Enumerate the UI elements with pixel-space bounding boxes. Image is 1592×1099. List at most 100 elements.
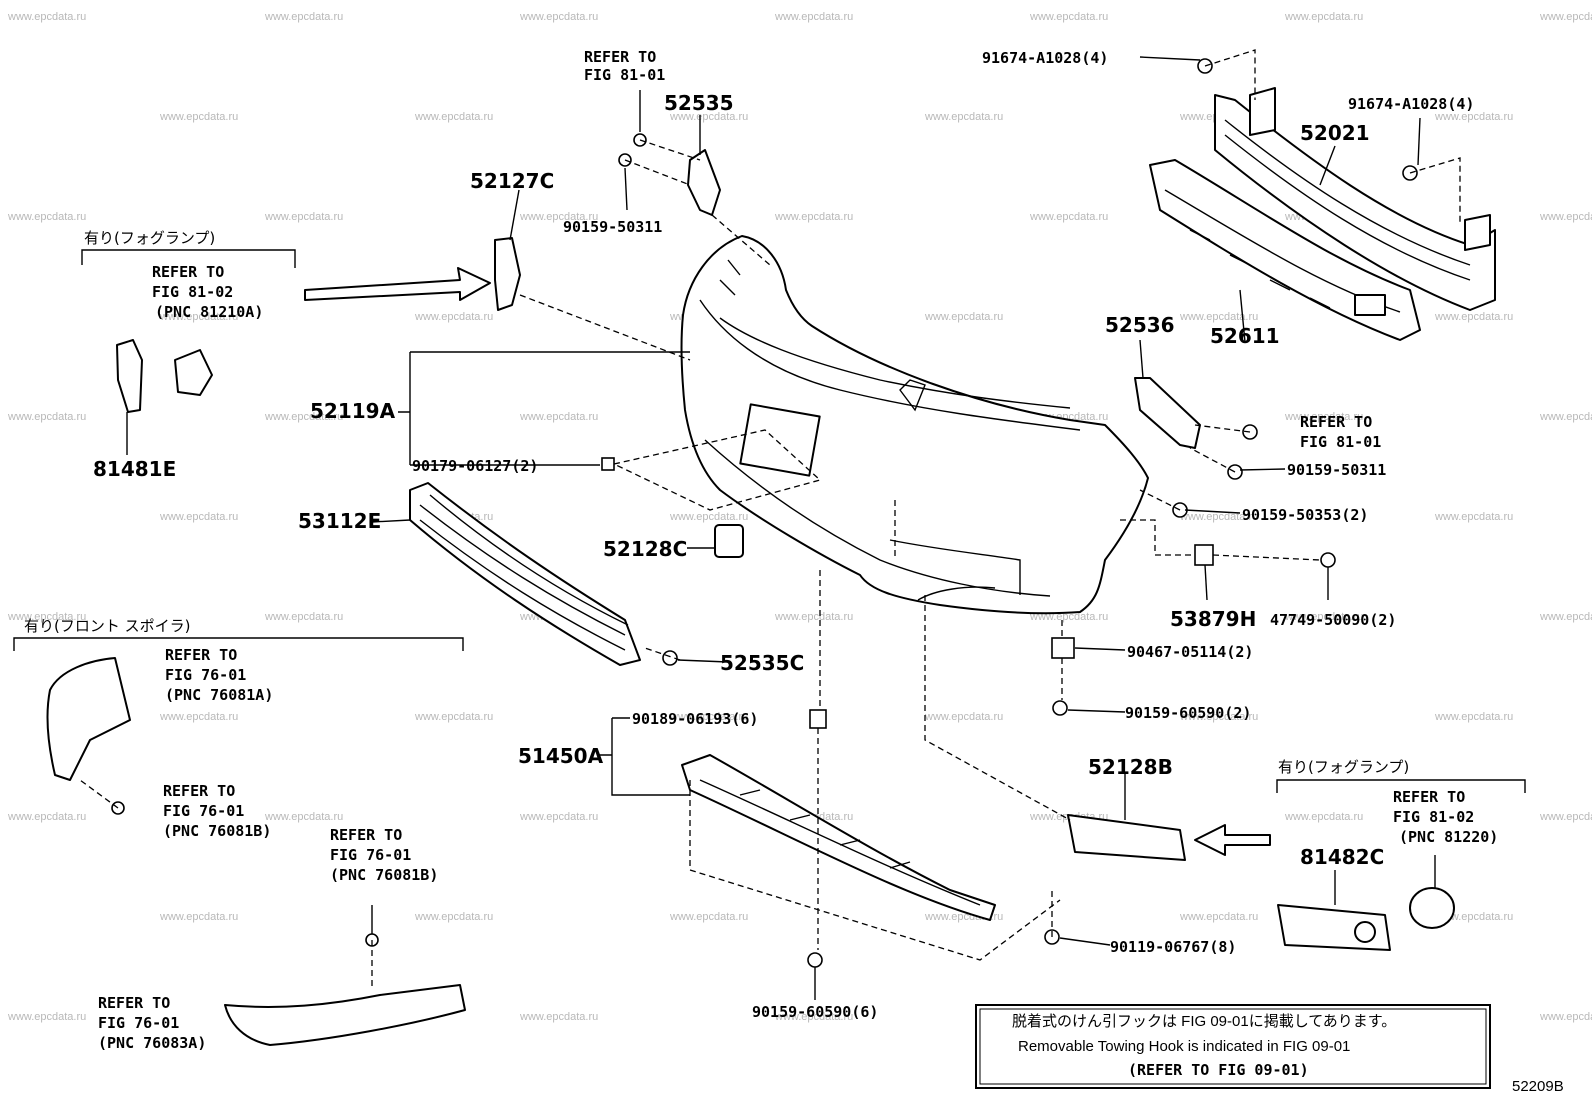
ref-line: (PNC 76083A) — [98, 1034, 206, 1052]
watermark-text: www.epcdata.ru — [1284, 411, 1363, 423]
ref-spoiler-c: REFER TO FIG 76-01 (PNC 76083A) — [98, 994, 206, 1052]
group-fog-right-label: 有り(フォグランプ) — [1278, 758, 1409, 776]
watermark-text: www.epcdata.ru — [1029, 211, 1108, 223]
watermark-text: www.epcdata.ru — [669, 511, 748, 523]
ref-line: FIG 76-01 — [163, 802, 244, 820]
watermark-text: www.epcdata.ru — [1434, 111, 1513, 123]
watermark-text: www.epcdata.ru — [669, 711, 748, 723]
watermark-text: www.epcdata.ru — [7, 211, 86, 223]
bracket-52127c-drawing — [494, 237, 521, 311]
watermark-text: www.epcdata.ru — [159, 111, 238, 123]
watermark-text: www.epcdata.ru — [1179, 311, 1258, 323]
part-52535-label: 52535 — [664, 91, 734, 115]
part-90159-50311-top-label: 90159-50311 — [563, 218, 662, 236]
arrow-left-drawing — [304, 267, 491, 301]
ref-line: FIG 76-01 — [98, 1014, 179, 1032]
ref-line: REFER TO — [1393, 788, 1465, 806]
part-52127c-label: 52127C — [470, 169, 554, 193]
ref-fog-right: REFER TO FIG 81-02 (PNC 81220) — [1393, 788, 1498, 846]
note-jp: 脱着式のけん引フックは FIG 09-01に掲載してあります。 — [1012, 1013, 1396, 1030]
watermark-text: www.epcdata.ru — [774, 11, 853, 23]
cap-52128c-drawing — [714, 524, 744, 558]
watermark-text: www.epcdata.ru — [924, 311, 1003, 323]
ref-line: FIG 76-01 — [330, 846, 411, 864]
ref-line: FIG 81-01 — [1300, 433, 1381, 451]
ref-fog-left: REFER TO FIG 81-02 (PNC 81210A) — [152, 263, 263, 321]
ref-line: (PNC 81220) — [1399, 828, 1498, 846]
part-53879h-label: 53879H — [1170, 607, 1256, 631]
ref-line: FIG 81-01 — [584, 66, 665, 84]
part-52128b-label: 52128B — [1088, 755, 1173, 779]
bumper-cover-drawing — [680, 235, 1149, 615]
ref-line: (PNC 76081B) — [163, 822, 271, 840]
ref-top: REFER TO FIG 81-01 — [584, 48, 665, 84]
part-52119a-label: 52119A — [310, 399, 396, 423]
watermark-text: www.epcdata.ru — [669, 911, 748, 923]
watermark-text: www.epcdata.ru — [1179, 511, 1258, 523]
part-51450a-label: 51450A — [518, 744, 604, 768]
part-47749-label: 47749-50090(2) — [1270, 611, 1396, 629]
watermark-text: www.epcdata.ru — [7, 1011, 86, 1023]
watermark-text: www.epcdata.ru — [519, 211, 598, 223]
ref-line: REFER TO — [330, 826, 402, 844]
ref-line: REFER TO — [98, 994, 170, 1012]
reinforcement-drawing — [1214, 87, 1496, 311]
watermark-text: www.epcdata.ru — [414, 711, 493, 723]
watermark-text: www.epcdata.ru — [774, 611, 853, 623]
ref-line: (PNC 76081A) — [165, 686, 273, 704]
ref-line: REFER TO — [163, 782, 235, 800]
watermark-text: www.epcdata.ru — [519, 811, 598, 823]
watermark-text: www.epcdata.ru — [159, 911, 238, 923]
group-spoiler-label: 有り(フロント スポイラ) — [24, 617, 190, 635]
note-ref: (REFER TO FIG 09-01) — [1128, 1061, 1309, 1079]
ref-line: REFER TO — [584, 48, 656, 66]
watermark-text: www.epcdata.ru — [414, 111, 493, 123]
ref-right: REFER TO FIG 81-01 — [1300, 413, 1381, 451]
watermark-text: www.epcdata.ru — [264, 411, 343, 423]
watermark-text: www.epcdata.ru — [519, 1011, 598, 1023]
watermark-text: www.epcdata.ru — [7, 611, 86, 623]
ref-line: REFER TO — [165, 646, 237, 664]
part-52535c-label: 52535C — [720, 651, 804, 675]
callout-lines — [13, 56, 1526, 1000]
group-fog-left-label: 有り(フォグランプ) — [84, 229, 215, 247]
watermark-text: www.epcdata.ru — [774, 1011, 853, 1023]
ref-line: FIG 76-01 — [165, 666, 246, 684]
under-cover-drawing — [681, 754, 996, 921]
note-box — [975, 1004, 1491, 1089]
fog-bracket-left-drawing — [116, 339, 143, 413]
ref-line: REFER TO — [1300, 413, 1372, 431]
part-52021-label: 52021 — [1300, 121, 1370, 145]
ref-line: FIG 81-02 — [1393, 808, 1474, 826]
watermark-text: www.epcdata.ru — [774, 211, 853, 223]
watermark-text: www.epcdata.ru — [1284, 811, 1363, 823]
note-en: Removable Towing Hook is indicated in FI… — [1018, 1038, 1350, 1055]
part-90159-60590-6-label: 90159-60590(6) — [752, 1003, 878, 1021]
watermark-text: www.epcdata.ru — [519, 11, 598, 23]
assembly-lines — [79, 49, 1461, 990]
watermark-text: www.epcdata.ru — [264, 11, 343, 23]
watermark-text: www.epcdata.ru — [159, 511, 238, 523]
fasteners-drawing — [111, 58, 1418, 968]
part-90467-label: 90467-05114(2) — [1127, 643, 1253, 661]
watermark-text: www.epcdata.ru — [264, 811, 343, 823]
watermark-text: www.epcdata.ru — [1539, 11, 1592, 23]
ref-spoiler-b2: REFER TO FIG 76-01 (PNC 76081B) — [330, 826, 438, 884]
watermark-text: www.epcdata.ru — [414, 311, 493, 323]
watermark-text: www.epcdata.ru — [1539, 1011, 1592, 1023]
ref-line: (PNC 81210A) — [155, 303, 263, 321]
bracket-52536-drawing — [1134, 377, 1201, 449]
part-52536-label: 52536 — [1105, 313, 1175, 337]
watermark-text: www.epcdata.ru — [1179, 711, 1258, 723]
retainer-drawing — [1149, 159, 1421, 341]
part-90179-label: 90179-06127(2) — [412, 457, 538, 475]
watermark-text: www.epcdata.ru — [264, 611, 343, 623]
part-91674-right-label: 91674-A1028(4) — [1348, 95, 1474, 113]
part-52611-label: 52611 — [1210, 324, 1280, 348]
watermark-text: www.epcdata.ru — [519, 411, 598, 423]
ref-line: FIG 81-02 — [152, 283, 233, 301]
watermark-text: www.epcdata.ru — [1179, 911, 1258, 923]
watermark-text: www.epcdata.ru — [1029, 11, 1108, 23]
watermark-text: www.epcdata.ru — [1539, 211, 1592, 223]
